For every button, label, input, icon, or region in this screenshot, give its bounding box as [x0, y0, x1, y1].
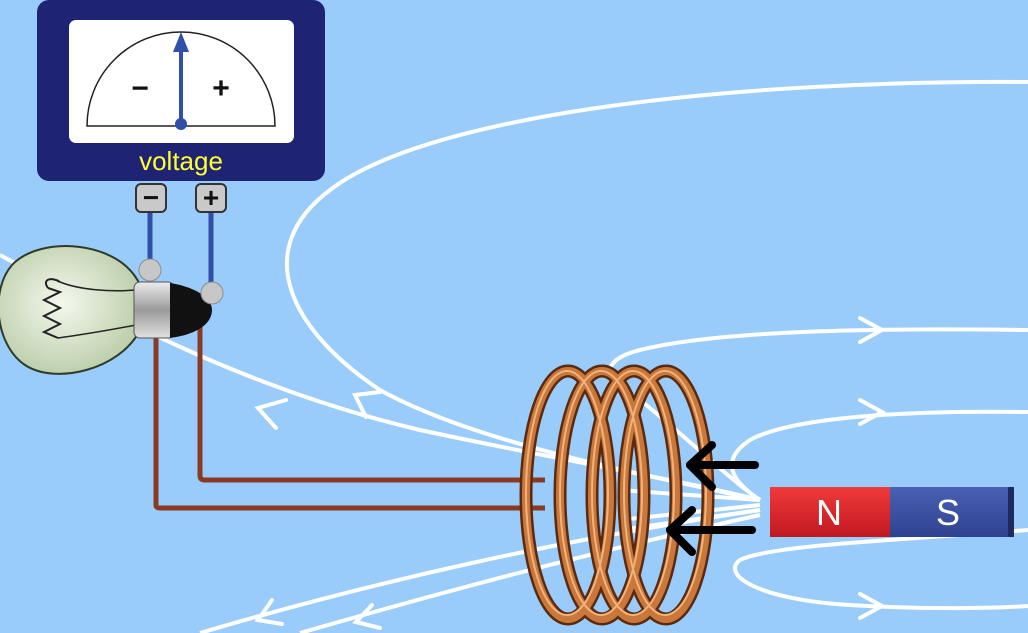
arrow-left-icon	[666, 441, 759, 556]
coil-icon[interactable]	[519, 364, 715, 626]
dial-plus-label: +	[212, 72, 230, 105]
terminal-plus[interactable]: +	[195, 182, 227, 213]
magnet-south	[890, 487, 1014, 537]
magnet-south-label: S	[936, 492, 960, 533]
bar-magnet[interactable]: N S	[770, 487, 1014, 537]
magnet-north-label: N	[816, 492, 842, 533]
probe-wires	[147, 212, 214, 288]
voltmeter-needle	[173, 32, 189, 130]
terminal-minus-label: −	[143, 182, 159, 213]
magnet-north	[770, 487, 890, 537]
dial-minus-label: −	[131, 72, 149, 105]
field-arrows	[254, 316, 887, 630]
circuit-wires	[153, 300, 545, 511]
terminal-plus-label: +	[203, 182, 219, 213]
lightbulb-icon[interactable]	[0, 245, 224, 375]
terminal-minus[interactable]: −	[135, 182, 167, 213]
voltmeter-label: voltage	[139, 146, 223, 176]
voltmeter[interactable]: − + voltage	[37, 0, 325, 181]
